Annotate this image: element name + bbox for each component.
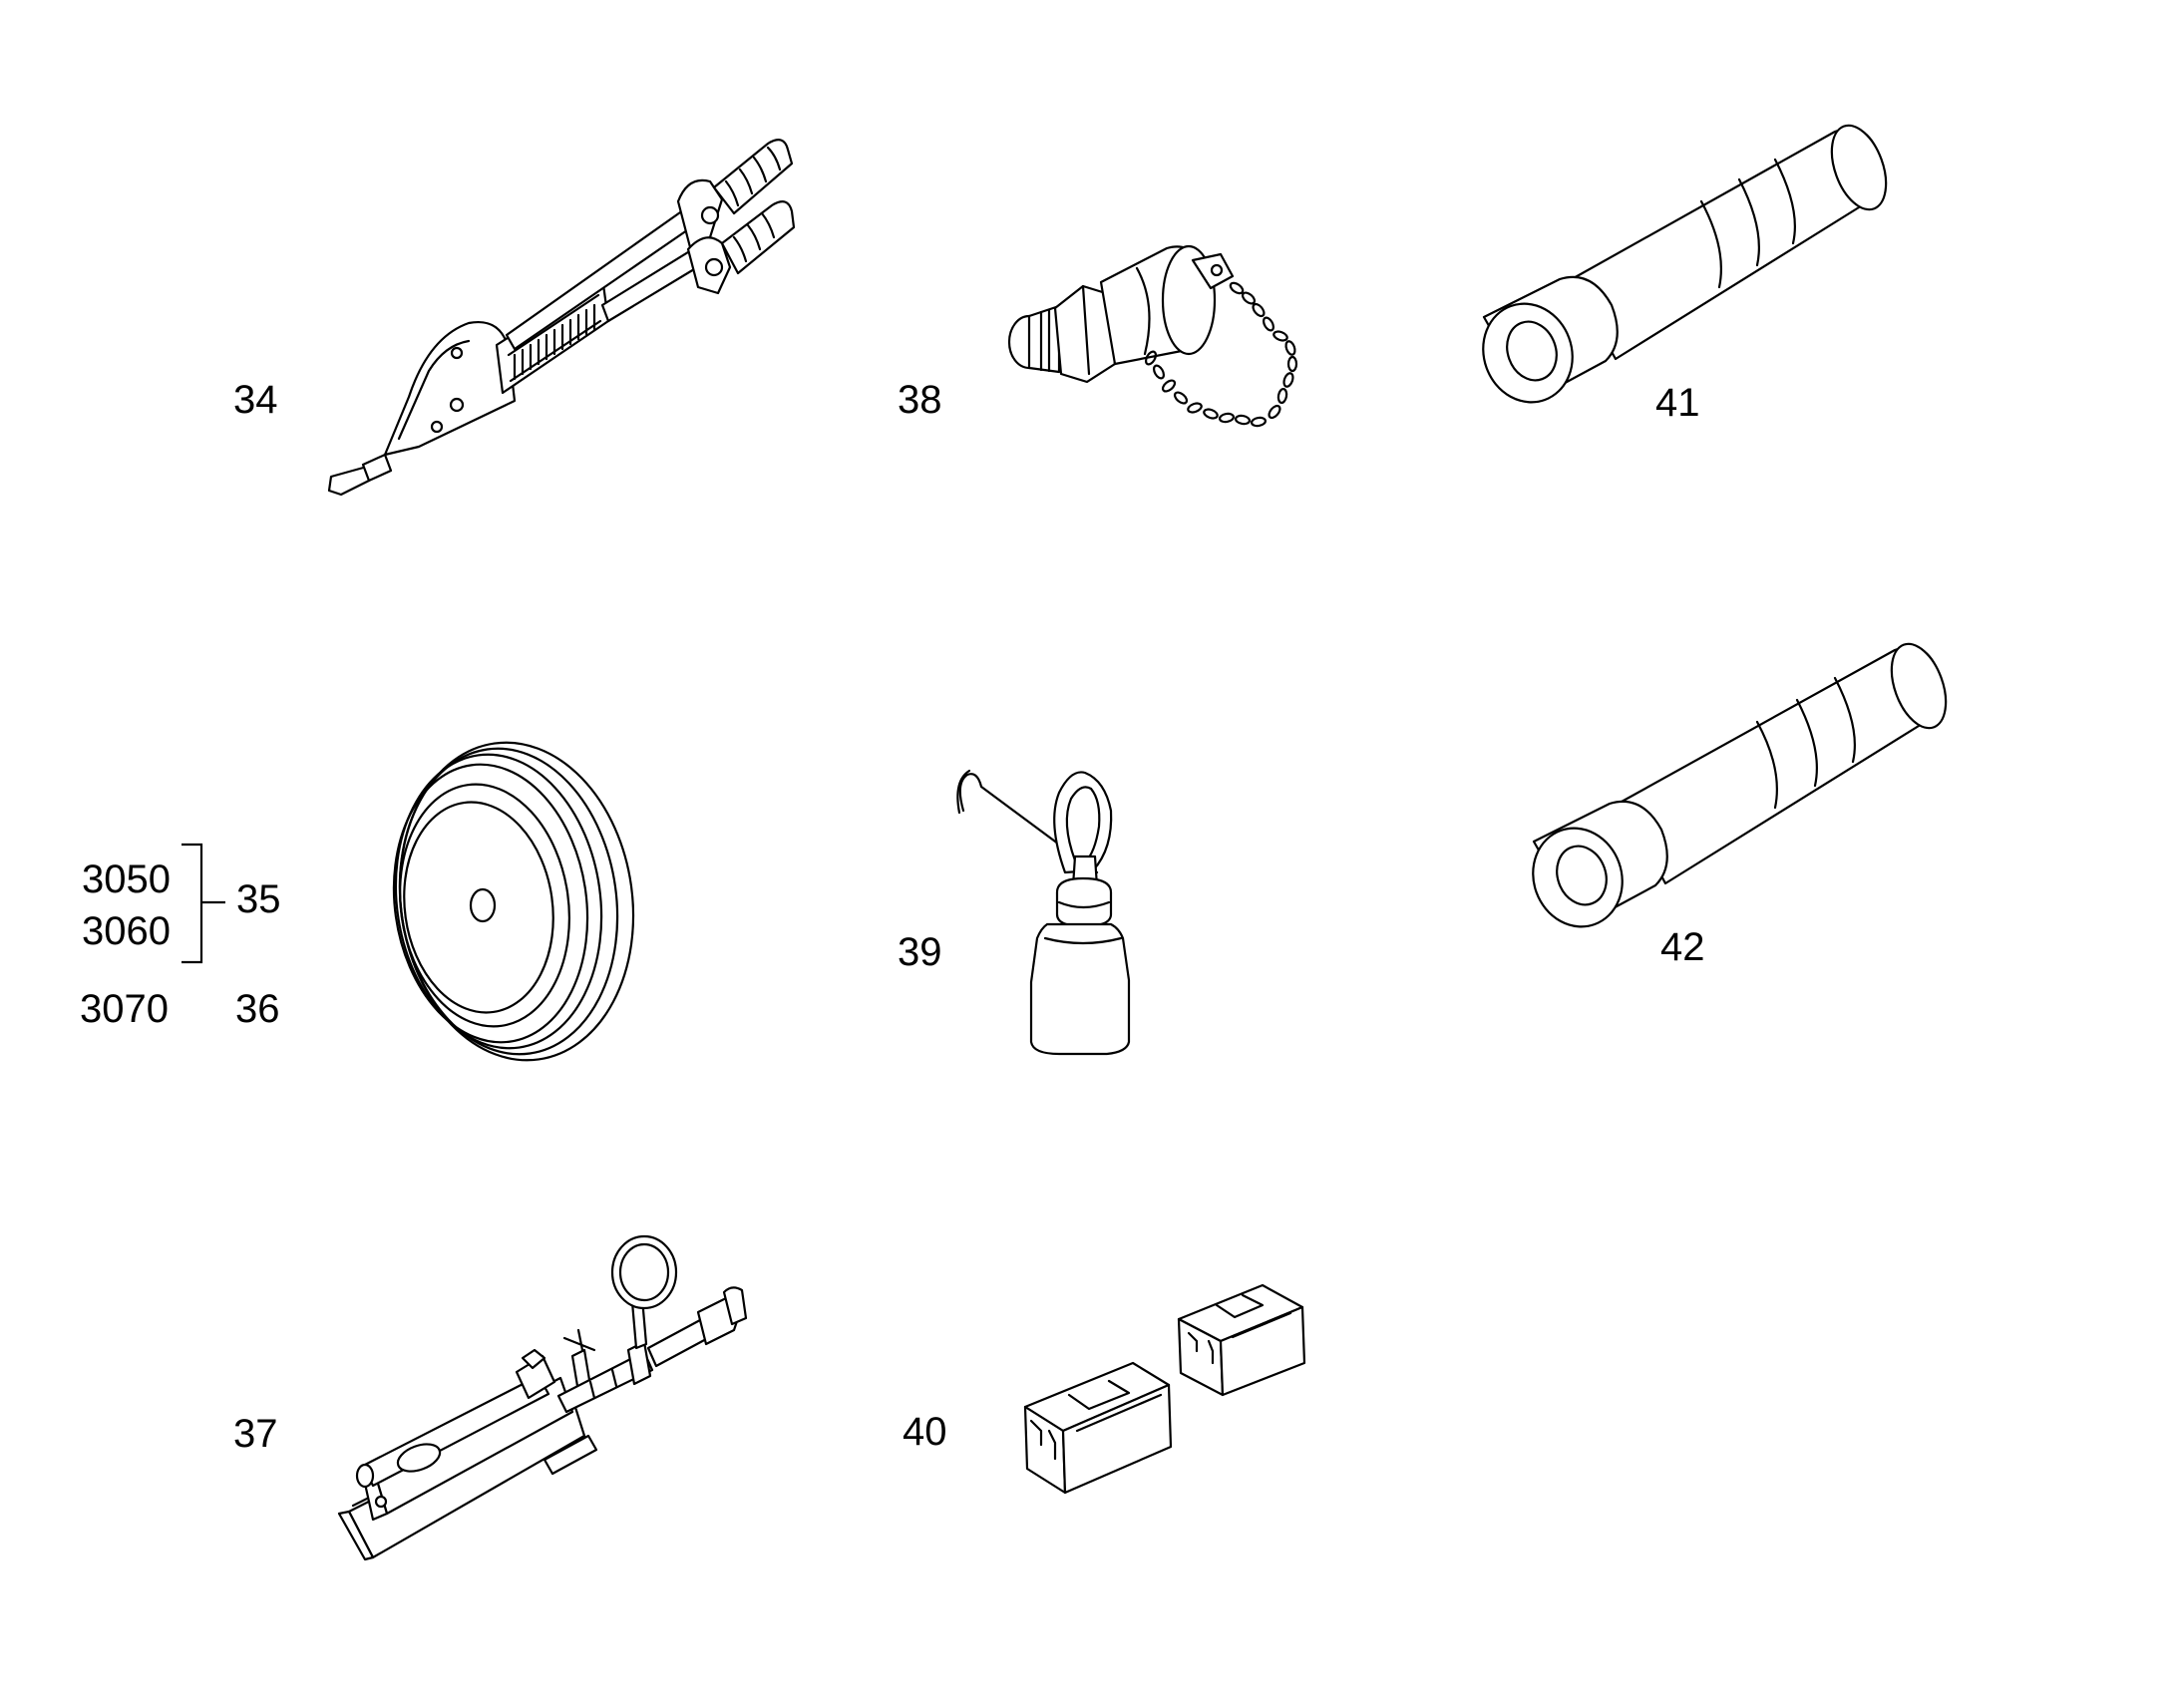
item-label-34: 34 xyxy=(233,378,278,422)
item-label-39: 39 xyxy=(898,930,942,974)
cap-with-chain-icon xyxy=(1007,244,1298,428)
item-label-40: 40 xyxy=(903,1410,947,1454)
item-label-41: 41 xyxy=(1655,381,1700,425)
disc-wheel-icon xyxy=(392,741,635,1062)
item-label-38: 38 xyxy=(898,378,942,422)
item-label-37: 37 xyxy=(233,1412,278,1456)
cylindrical-drift-icon xyxy=(1482,124,1888,404)
code-3060: 3060 xyxy=(82,909,171,953)
code-3050: 3050 xyxy=(82,857,171,901)
oil-can-bottle-icon xyxy=(956,769,1131,1056)
hydraulic-hand-pump-icon xyxy=(337,1234,748,1561)
item-label-36: 36 xyxy=(235,987,280,1031)
cylindrical-drift-icon xyxy=(1532,642,1948,928)
hand-riveter-icon xyxy=(327,139,796,497)
v-block-pair-icon xyxy=(1023,1283,1306,1495)
code-bracket xyxy=(182,843,225,964)
code-3070: 3070 xyxy=(80,987,169,1031)
item-label-35: 35 xyxy=(236,877,281,921)
item-label-42: 42 xyxy=(1660,925,1705,969)
